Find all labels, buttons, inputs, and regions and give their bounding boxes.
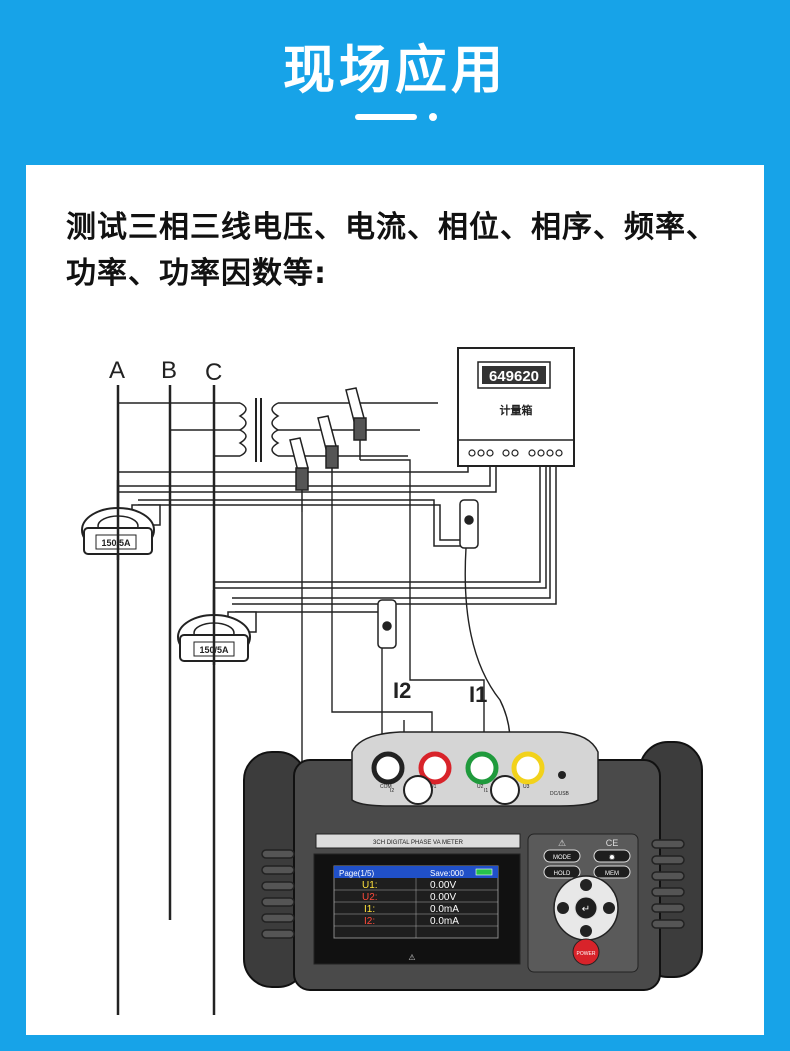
current-clamp-i2	[377, 599, 397, 649]
jack-u2	[465, 751, 499, 785]
jack-dc-usb	[558, 771, 566, 779]
current-transformer-a: 150/5A	[81, 480, 161, 560]
voltage-clip-2	[317, 415, 339, 488]
voltage-clip-1	[289, 437, 309, 512]
screen-row-value: 0.00V	[430, 892, 456, 903]
jack-u3	[511, 751, 545, 785]
warning-icon: ⚠	[408, 953, 415, 962]
enter-icon: ↵	[582, 904, 590, 915]
screen-row-name: I1:	[364, 904, 375, 915]
backlight-icon: ✹	[609, 853, 616, 862]
ce-mark-icon: CE	[606, 838, 619, 848]
page-title: 现场应用	[282, 41, 507, 101]
screen-row-value: 0.0mA	[430, 904, 459, 915]
backlight-button[interactable]: ✹	[593, 849, 631, 863]
jack-i1	[490, 775, 520, 805]
phase-label-a: A	[109, 357, 125, 384]
jack-label-i2: I2	[390, 788, 394, 794]
screen-row-value: 0.00V	[430, 880, 456, 891]
decoration-bar	[355, 114, 417, 120]
screen-row-name: I2:	[364, 916, 375, 927]
device-panel-title: 3CH DIGITAL PHASE VA METER	[373, 840, 464, 846]
screen-save: Save:000	[430, 869, 464, 878]
meter-label: 计量箱	[500, 403, 533, 417]
clamp-label-i2: I2	[393, 678, 411, 703]
jack-label-u1: U1	[430, 784, 437, 790]
phase-lines	[116, 385, 216, 1015]
phase-label-c: C	[205, 359, 222, 386]
jack-label-com: COM	[380, 784, 392, 790]
navigation-pad[interactable]: ↵	[553, 875, 619, 941]
phase-labels: A B C	[109, 357, 222, 386]
voltage-clip-3	[345, 387, 367, 460]
title-decoration	[355, 112, 445, 122]
warning-icon: ⚠	[558, 839, 566, 849]
jack-label-u2: U2	[477, 784, 484, 790]
svg-text:HOLD: HOLD	[554, 871, 571, 877]
jack-u1	[418, 751, 452, 785]
current-transformer-c: 150/5A	[177, 590, 257, 665]
jack-label-dc-usb: DC/USB	[550, 791, 570, 797]
meter-device: COM U1 U2 U3 I2 I1 DC/USB 3CH DIGITAL PH…	[243, 731, 703, 991]
jack-label-i1: I1	[484, 788, 488, 794]
screen-row-name: U1:	[362, 880, 378, 891]
mem-button[interactable]: MEM	[593, 865, 631, 879]
wiring	[118, 466, 557, 613]
screen-row-name: U2:	[362, 892, 378, 903]
jack-i2	[403, 775, 433, 805]
description-text: 测试三相三线电压、电流、相位、相序、频率、功率、功率因数等:	[66, 210, 717, 291]
meter-box: 649620 计量箱	[457, 347, 575, 467]
screen-page: Page(1/5)	[339, 869, 374, 878]
screen-rows: U1: 0.00V U2: 0.00V I1: 0.0mA I2: 0.0mA	[334, 878, 498, 938]
phase-label-b: B	[161, 357, 177, 384]
jack-com	[371, 751, 405, 785]
svg-text:POWER: POWER	[577, 951, 596, 957]
svg-text:MODE: MODE	[553, 855, 571, 861]
transformer	[118, 398, 438, 462]
power-button[interactable]: POWER	[572, 938, 600, 966]
screen-row-value: 0.0mA	[430, 916, 459, 927]
mode-button[interactable]: MODE	[543, 849, 581, 863]
jack-label-u3: U3	[523, 784, 530, 790]
decoration-dot	[429, 113, 437, 121]
hold-button[interactable]: HOLD	[543, 865, 581, 879]
meter-reading: 649620	[489, 368, 539, 385]
clamp-label-i1: I1	[469, 682, 487, 707]
current-clamp-i1	[459, 499, 479, 549]
ct-label-a: 150/5A	[101, 538, 131, 548]
svg-text:MEM: MEM	[605, 871, 619, 877]
